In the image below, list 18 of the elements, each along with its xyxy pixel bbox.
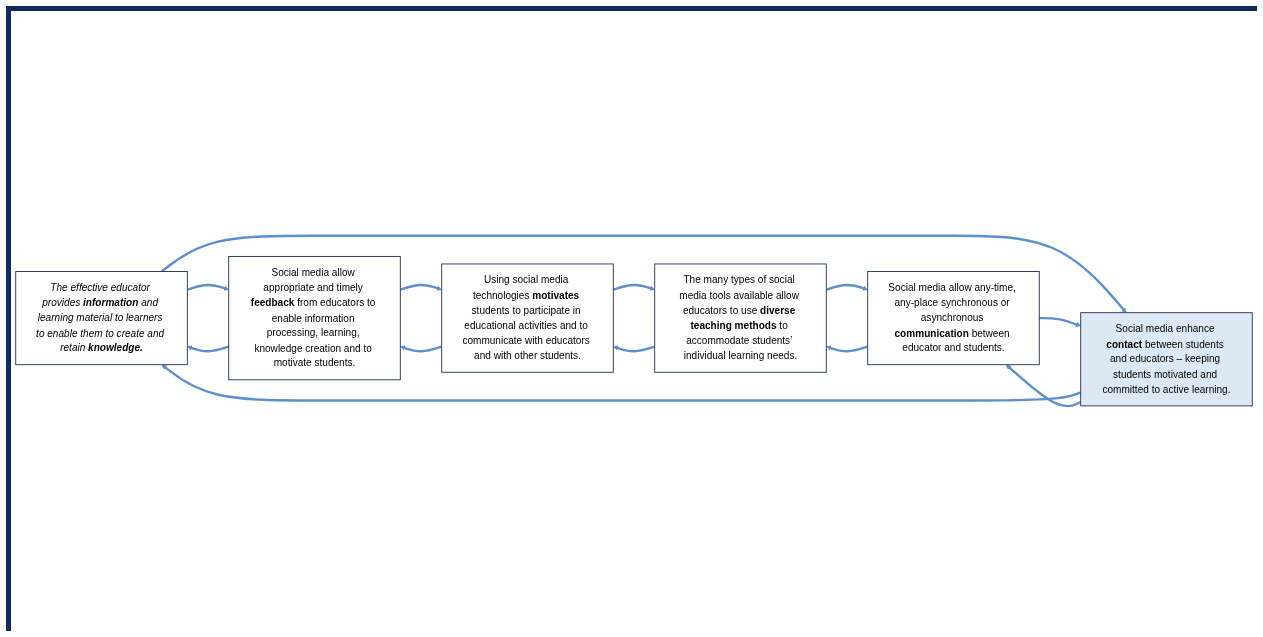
arrow (399, 283, 442, 291)
arrow (1039, 316, 1081, 327)
arrow (161, 234, 1127, 313)
arrow (826, 345, 869, 353)
arrow (400, 345, 443, 353)
arrow (612, 283, 655, 291)
arrow (613, 345, 656, 353)
arrow (187, 345, 230, 353)
node-box: The many types of social media tools available allow educators to use diverse teaching methods to accommodate students’ individual learning needs. (654, 263, 827, 373)
node-box: Social media allow any-time, any-place synchronous or asynchronous communication between educator and students. (867, 271, 1040, 366)
node-box: Social media enhance contact between students and educators – keeping students motivated and committed to active learning. (1080, 312, 1253, 407)
arrow (1005, 364, 1082, 408)
node-box: Using social media technologies motivates students to participate in educational activities and to communicate with educators and with other students. (441, 263, 614, 373)
arrow (161, 364, 1082, 402)
arrow (825, 283, 868, 291)
arrow (186, 283, 229, 291)
node-box: Social media allow appropriate and timely feedback from educators to enable information processing, learning, knowledge creation and to motivate students. (228, 255, 401, 381)
node-box: The effective educator provides information and learning material to learners to enable them to create and retain knowledge. (15, 271, 188, 366)
